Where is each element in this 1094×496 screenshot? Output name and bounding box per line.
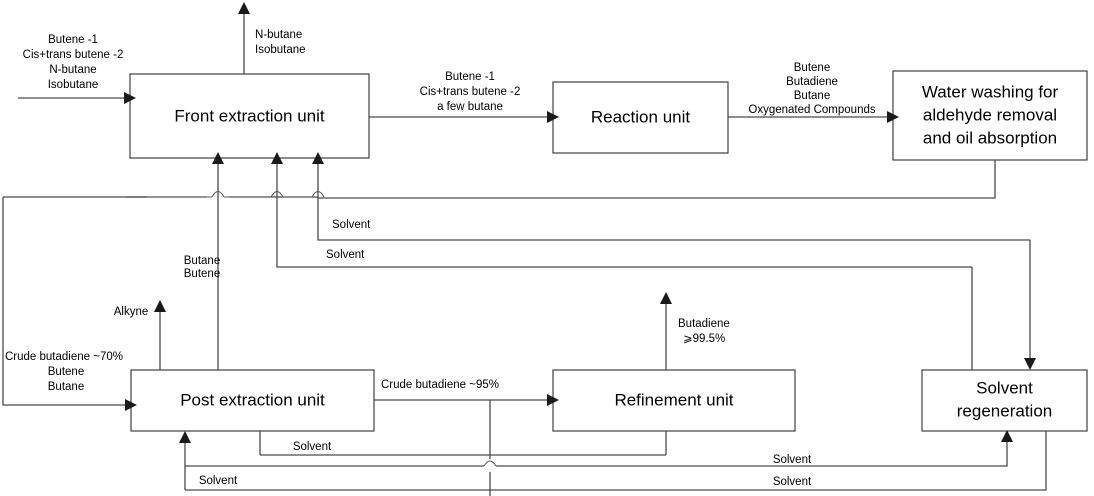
label-solvent-upper: Solvent xyxy=(332,219,371,231)
stream-feed-to-front-extraction xyxy=(18,92,136,104)
label-feed-front-2: Cis+trans butene -2 xyxy=(23,49,124,61)
unit-water-washing[interactable]: Water washing for aldehyde removal and o… xyxy=(892,70,1088,161)
label-front-to-reaction-2: Cis+trans butene -2 xyxy=(420,86,521,98)
water-washing-label-line2: aldehyde removal xyxy=(923,105,1057,124)
stream-bottom-solvent-upper xyxy=(185,430,1013,467)
stream-bottom-solvent-lower xyxy=(185,431,1047,491)
label-front-to-reaction-1: Butene -1 xyxy=(445,71,495,83)
label-reaction-to-wash-4: Oxygenated Compounds xyxy=(748,104,875,116)
stream-vertical-crossing-490 xyxy=(483,400,497,496)
refinement-box[interactable] xyxy=(552,369,796,432)
label-front-top-1: N-butane xyxy=(255,29,302,41)
label-reaction-to-wash-2: Butadiene xyxy=(786,76,838,88)
label-feed-front-4: Isobutane xyxy=(48,79,99,91)
stream-solvent-upper-recycle xyxy=(312,152,1030,241)
label-reaction-to-wash-1: Butene xyxy=(794,62,830,74)
post-extraction-box[interactable] xyxy=(130,369,375,432)
stream-butane-butene-recycle xyxy=(212,152,224,370)
unit-reaction[interactable]: Reaction unit xyxy=(552,81,729,154)
stream-solvent-mid-recycle xyxy=(271,152,972,268)
front-extraction-box[interactable] xyxy=(129,73,370,159)
label-feed-post-1: Crude butadiene ~70% xyxy=(5,351,123,363)
label-feed-front-1: Butene -1 xyxy=(48,34,98,46)
stream-butadiene-product xyxy=(660,292,672,370)
stream-front-to-reaction xyxy=(369,111,559,123)
stream-alkyne-vent xyxy=(154,300,166,370)
label-feed-post-2: Butene xyxy=(48,366,84,378)
stream-solvent-into-post-extraction xyxy=(179,431,191,490)
label-butane-butene-2: Butene xyxy=(184,268,220,280)
label-solvent-bottom-left: Solvent xyxy=(199,475,238,487)
water-washing-box[interactable] xyxy=(892,70,1088,161)
label-reaction-to-wash-3: Butane xyxy=(794,90,830,102)
label-front-to-reaction-3: a few butane xyxy=(437,101,503,113)
stream-into-solvent-regeneration-top xyxy=(971,240,1036,370)
solvent-regeneration-label-line2: regeneration xyxy=(957,401,1052,420)
label-feed-front-3: N-butane xyxy=(49,64,96,76)
solvent-regeneration-label-line1: Solvent xyxy=(976,378,1033,397)
reaction-box[interactable] xyxy=(552,81,729,154)
solvent-regeneration-box[interactable] xyxy=(921,369,1088,432)
unit-solvent-regeneration[interactable]: Solvent regeneration xyxy=(921,369,1088,432)
label-solvent-bottom-lower: Solvent xyxy=(773,476,812,488)
water-washing-label-line1: Water washing for xyxy=(922,82,1059,101)
line-hop-arcs xyxy=(147,191,325,198)
label-solvent-mid: Solvent xyxy=(326,249,365,261)
stream-washing-to-post-extraction xyxy=(318,160,996,199)
unit-refinement[interactable]: Refinement unit xyxy=(552,369,796,432)
stream-reaction-to-washing xyxy=(728,111,899,123)
label-solvent-bottom-upper: Solvent xyxy=(773,454,812,466)
label-feed-post-3: Butane xyxy=(48,381,84,393)
label-post-to-refinement: Crude butadiene ~95% xyxy=(381,379,499,391)
stream-solvent-post-return xyxy=(259,431,667,456)
post-extraction-label: Post extraction unit xyxy=(180,390,325,409)
label-butadiene-product-2: ⩾99.5% xyxy=(683,333,725,345)
water-washing-label-line3: and oil absorption xyxy=(923,128,1057,147)
label-butadiene-product-1: Butadiene xyxy=(678,318,730,330)
front-extraction-label: Front extraction unit xyxy=(174,106,325,125)
unit-post-extraction[interactable]: Post extraction unit xyxy=(130,369,375,432)
stream-front-extraction-overhead xyxy=(238,2,250,74)
stream-post-to-refinement xyxy=(374,394,559,406)
label-front-top-2: Isobutane xyxy=(255,44,306,56)
label-solvent-post-return: Solvent xyxy=(293,441,332,453)
reaction-label: Reaction unit xyxy=(591,107,691,126)
refinement-label: Refinement unit xyxy=(614,390,733,409)
label-alkyne: Alkyne xyxy=(114,306,149,318)
unit-front-extraction[interactable]: Front extraction unit xyxy=(129,73,370,159)
label-butane-butene-1: Butane xyxy=(184,255,220,267)
